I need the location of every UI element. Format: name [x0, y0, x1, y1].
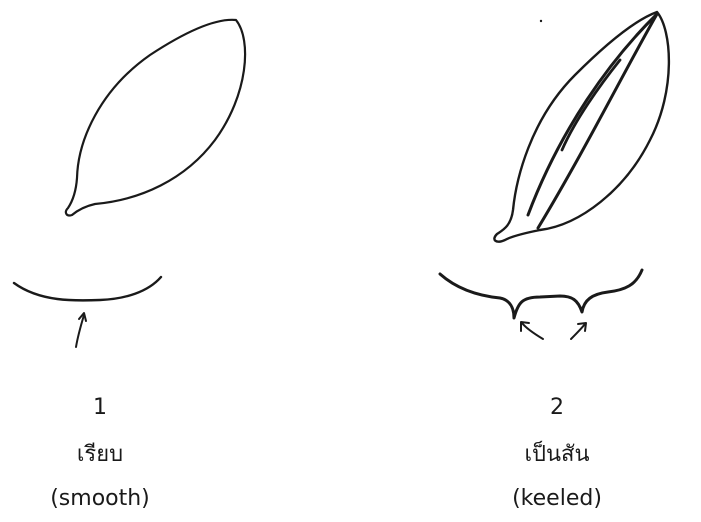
panel-2-number: 2: [497, 397, 617, 419]
panel-2-english-label: (keeled): [497, 488, 617, 510]
panel-1-english-label: (smooth): [40, 488, 160, 510]
arrow-left-keel-icon: [521, 322, 543, 339]
arrow-up-icon: [76, 313, 86, 347]
speck: [540, 20, 542, 22]
panel-2-thai-label: เป็นสัน: [497, 444, 617, 466]
smooth-cross-section: [14, 277, 161, 300]
smooth-leaf-outline: [66, 20, 245, 216]
keeled-leaf-outline: [494, 12, 669, 242]
panel-1-thai-label: เรียบ: [40, 444, 160, 466]
panel-1-number: 1: [40, 397, 160, 419]
arrow-right-keel-icon: [571, 323, 586, 339]
keeled-cross-section: [440, 270, 642, 318]
keel-ridges: [528, 14, 657, 228]
